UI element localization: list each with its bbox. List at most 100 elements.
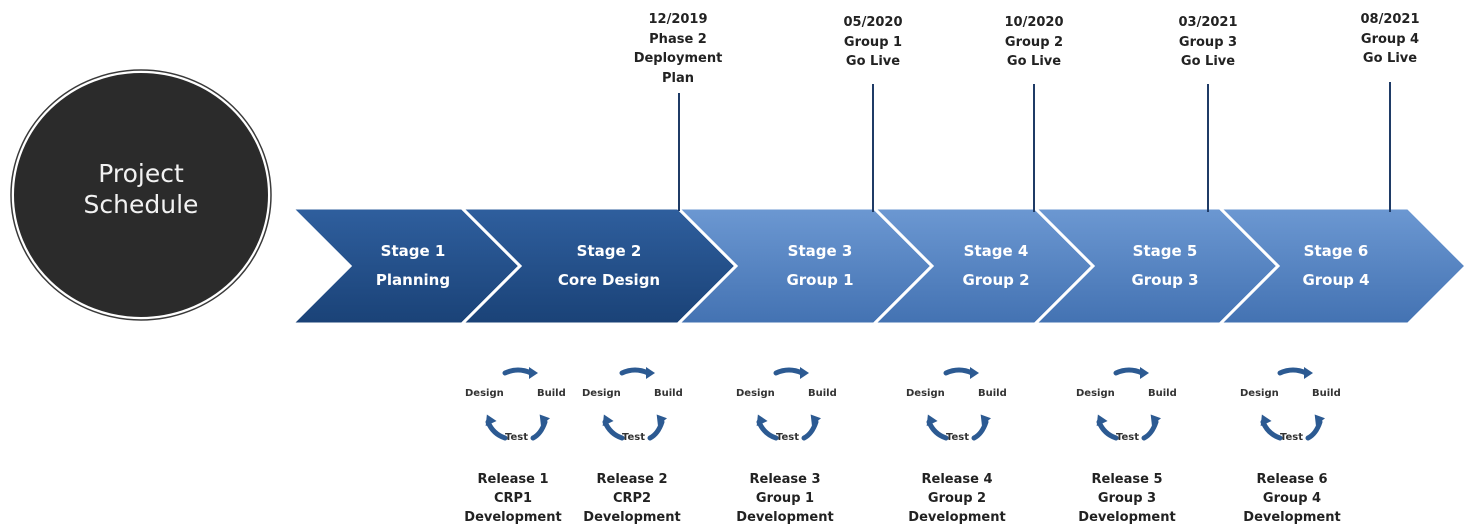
- release-5-line-3: Development: [1078, 510, 1176, 525]
- release-5-line-2: Group 3: [1097, 491, 1157, 506]
- cycle-design-label: Design: [1076, 388, 1115, 399]
- milestone-4-line-2: Group 3: [1178, 34, 1238, 50]
- release-6: Release 6 Group 4 Development: [1222, 470, 1362, 527]
- milestone-2: 05/2020 Group 1 Go Live: [803, 13, 943, 72]
- stage-4-sub: Group 2: [962, 271, 1030, 289]
- title-circle: [10, 69, 272, 321]
- stage-5-sub: Group 3: [1131, 271, 1199, 289]
- release-5: Release 5 Group 3 Development: [1057, 470, 1197, 527]
- cycle-build-label: Build: [654, 388, 683, 399]
- release-4-line-2: Group 2: [927, 491, 987, 506]
- milestone-4-line: [1207, 84, 1209, 212]
- stage-1-name: Stage 1: [380, 242, 446, 260]
- milestone-5-line-3: Go Live: [1362, 51, 1418, 66]
- cycle-arrows-icon: [926, 367, 992, 441]
- cycle-test-label: Test: [1116, 432, 1140, 443]
- release-1-title: Release 1: [477, 472, 549, 487]
- milestone-1: 12/2019 Phase 2 Deployment Plan: [608, 10, 748, 88]
- release-4: Release 4 Group 2 Development: [887, 470, 1027, 527]
- milestone-2-line-2: Group 1: [843, 34, 903, 50]
- cycle-design-label: Design: [1240, 388, 1279, 399]
- cycle-build-label: Build: [537, 388, 566, 399]
- milestone-1-date: 12/2019: [648, 12, 708, 27]
- stage-3-sub: Group 1: [786, 271, 854, 289]
- release-1-line-2: CRP1: [493, 491, 533, 506]
- cycle-test-label: Test: [946, 432, 970, 443]
- milestone-2-line-3: Go Live: [845, 54, 901, 69]
- release-2-line-3: Development: [583, 510, 681, 525]
- cycle-design-label: Design: [582, 388, 621, 399]
- cycle-arrows-icon: [485, 367, 551, 441]
- milestone-5-date: 08/2021: [1360, 12, 1420, 27]
- milestone-5-line-2: Group 4: [1360, 31, 1420, 47]
- stage-2: Stage 2 Core Design: [534, 237, 684, 295]
- milestone-3-line-2: Group 2: [1004, 34, 1064, 50]
- stage-5: Stage 5 Group 3: [1090, 237, 1240, 295]
- milestone-2-line: [872, 84, 874, 212]
- release-2-title: Release 2: [596, 472, 668, 487]
- stage-2-name: Stage 2: [576, 242, 642, 260]
- release-3-line-2: Group 1: [755, 491, 815, 506]
- diagram-title: Project Schedule: [10, 158, 272, 220]
- milestone-3-line-3: Go Live: [1006, 54, 1062, 69]
- milestone-1-line-3: Deployment: [633, 51, 723, 66]
- cycle-build-label: Build: [1148, 388, 1177, 399]
- stage-5-name: Stage 5: [1132, 242, 1198, 260]
- stage-4: Stage 4 Group 2: [921, 237, 1071, 295]
- stage-6-name: Stage 6: [1303, 242, 1369, 260]
- stage-6-chevron: [1216, 206, 1468, 326]
- milestone-3-line: [1033, 84, 1035, 212]
- stage-3: Stage 3 Group 1: [745, 237, 895, 295]
- cycle-test-label: Test: [1280, 432, 1304, 443]
- cycle-design-label: Design: [906, 388, 945, 399]
- release-2-line-2: CRP2: [612, 491, 652, 506]
- stage-1: Stage 1 Planning: [338, 237, 488, 295]
- release-6-title: Release 6: [1256, 472, 1328, 487]
- milestone-1-line-4: Plan: [661, 70, 694, 86]
- release-1-line-3: Development: [464, 510, 562, 525]
- stage-2-sub: Core Design: [557, 271, 661, 289]
- cycle-build-label: Build: [808, 388, 837, 399]
- milestone-4-line-3: Go Live: [1180, 54, 1236, 69]
- title-line-2: Schedule: [83, 190, 199, 219]
- cycle-design-label: Design: [465, 388, 504, 399]
- stage-4-name: Stage 4: [963, 242, 1029, 260]
- cycle-test-label: Test: [622, 432, 646, 443]
- title-line-1: Project: [98, 159, 184, 188]
- milestone-3-date: 10/2020: [1004, 15, 1064, 30]
- cycle-design-label: Design: [736, 388, 775, 399]
- cycle-arrows-icon: [1260, 367, 1326, 441]
- milestone-1-line: [678, 93, 680, 211]
- cycle-arrows-icon: [602, 367, 668, 441]
- cycle-arrows-icon: [756, 367, 822, 441]
- milestone-3: 10/2020 Group 2 Go Live: [964, 13, 1104, 72]
- release-1: Release 1 CRP1 Development: [443, 470, 583, 527]
- cycle-build-label: Build: [978, 388, 1007, 399]
- stage-3-name: Stage 3: [787, 242, 853, 260]
- stage-6-sub: Group 4: [1302, 271, 1370, 289]
- cycle-test-label: Test: [776, 432, 800, 443]
- release-4-title: Release 4: [921, 472, 993, 487]
- milestone-1-line-2: Phase 2: [649, 31, 707, 47]
- release-3-title: Release 3: [749, 472, 821, 487]
- cycle-build-label: Build: [1312, 388, 1341, 399]
- milestone-5: 08/2021 Group 4 Go Live: [1320, 10, 1460, 69]
- stage-6: Stage 6 Group 4: [1261, 237, 1411, 295]
- milestone-5-line: [1389, 82, 1391, 212]
- release-6-line-2: Group 4: [1262, 491, 1322, 506]
- cycle-arrows-icon: [1096, 367, 1162, 441]
- release-2: Release 2 CRP2 Development: [562, 470, 702, 527]
- release-3: Release 3 Group 1 Development: [715, 470, 855, 527]
- milestone-4-date: 03/2021: [1178, 15, 1238, 30]
- release-5-title: Release 5: [1091, 472, 1163, 487]
- stage-1-sub: Planning: [375, 271, 451, 289]
- release-6-line-3: Development: [1243, 510, 1341, 525]
- milestone-2-date: 05/2020: [843, 15, 903, 30]
- milestone-4: 03/2021 Group 3 Go Live: [1138, 13, 1278, 72]
